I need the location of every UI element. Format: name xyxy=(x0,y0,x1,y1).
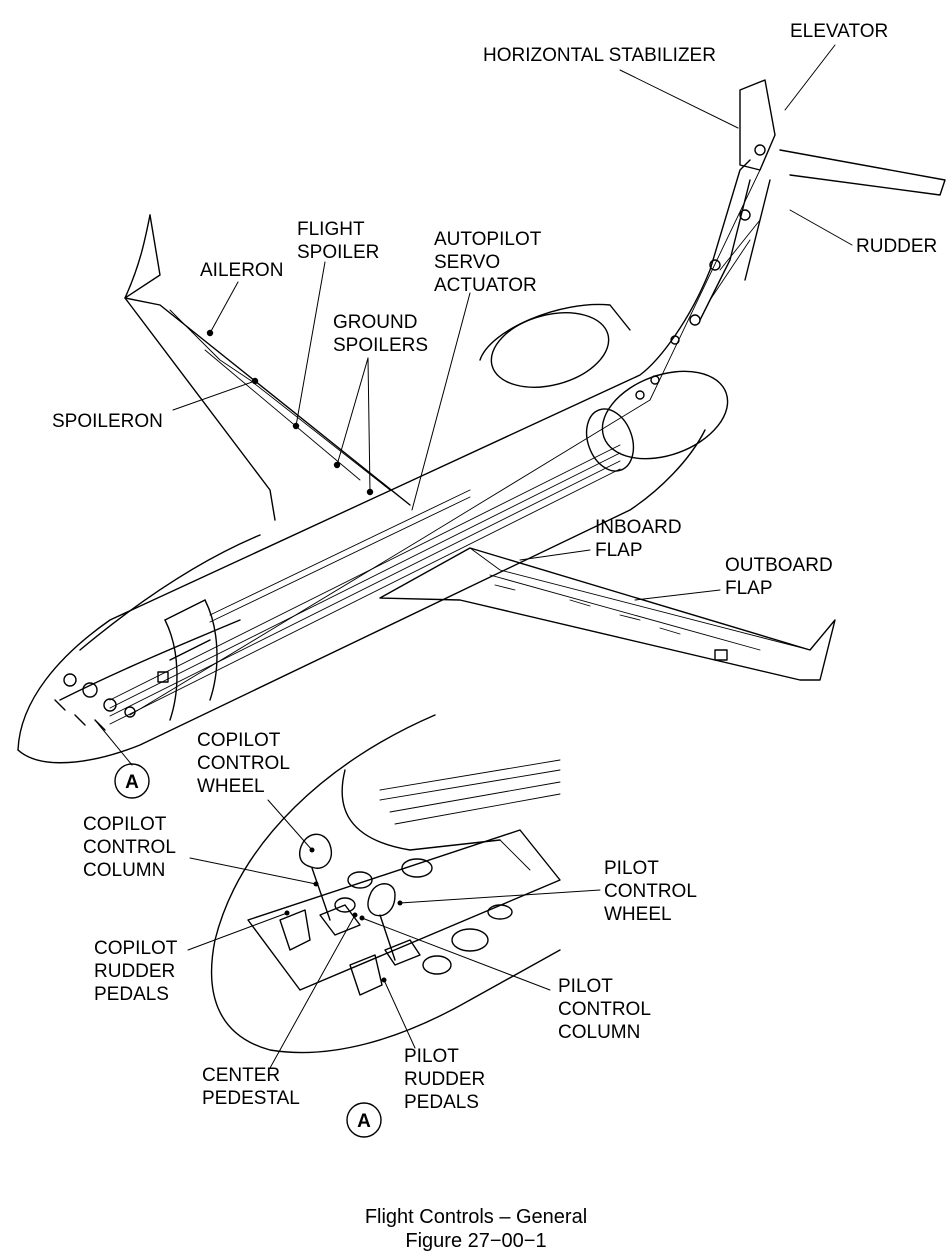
label-copilot-rudder-pedals: COPILOT RUDDER PEDALS xyxy=(94,938,178,1005)
label-elevator: ELEVATOR xyxy=(790,21,889,42)
label-pilot-control-wheel: PILOT CONTROL WHEEL xyxy=(604,858,697,925)
left-wing xyxy=(124,214,411,521)
engines xyxy=(479,303,729,472)
label-inboard-flap: INBOARD FLAP xyxy=(595,517,682,561)
control-cable-run xyxy=(129,169,761,716)
label-outboard-flap: OUTBOARD FLAP xyxy=(725,555,833,599)
leader-lines-detail xyxy=(187,799,601,1069)
label-spoileron: SPOILERON xyxy=(52,411,163,432)
label-copilot-control-wheel: COPILOT CONTROL WHEEL xyxy=(197,730,290,797)
callout-letter-upper: A xyxy=(125,772,139,793)
label-rudder: RUDDER xyxy=(856,236,938,257)
leader-lines-upper xyxy=(94,44,853,766)
figure-number: Figure 27−00−1 xyxy=(405,1230,547,1252)
right-wing xyxy=(379,547,836,681)
label-center-pedestal: CENTER PEDESTAL xyxy=(202,1065,300,1109)
label-pilot-control-column: PILOT CONTROL COLUMN xyxy=(558,976,651,1043)
label-aileron: AILERON xyxy=(200,260,284,281)
detail-a-inset xyxy=(210,714,561,1054)
figure-title: Flight Controls – General xyxy=(364,1206,588,1228)
label-horizontal-stabilizer: HORIZONTAL STABILIZER xyxy=(483,45,716,66)
callout-letter-detail: A xyxy=(357,1111,371,1132)
callout-circle-upper xyxy=(114,763,150,799)
tail xyxy=(635,79,946,400)
label-autopilot-servo-actuator: AUTOPILOT SERVO ACTUATOR xyxy=(434,229,542,296)
fuselage xyxy=(17,159,751,764)
label-copilot-control-column: COPILOT CONTROL COLUMN xyxy=(83,814,176,881)
callout-circle-detail xyxy=(346,1102,382,1138)
leader-dots-detail xyxy=(284,847,403,983)
label-flight-spoiler: FLIGHT SPOILER xyxy=(297,219,380,263)
label-pilot-rudder-pedals: PILOT RUDDER PEDALS xyxy=(404,1046,486,1113)
label-ground-spoilers: GROUND SPOILERS xyxy=(333,312,429,356)
